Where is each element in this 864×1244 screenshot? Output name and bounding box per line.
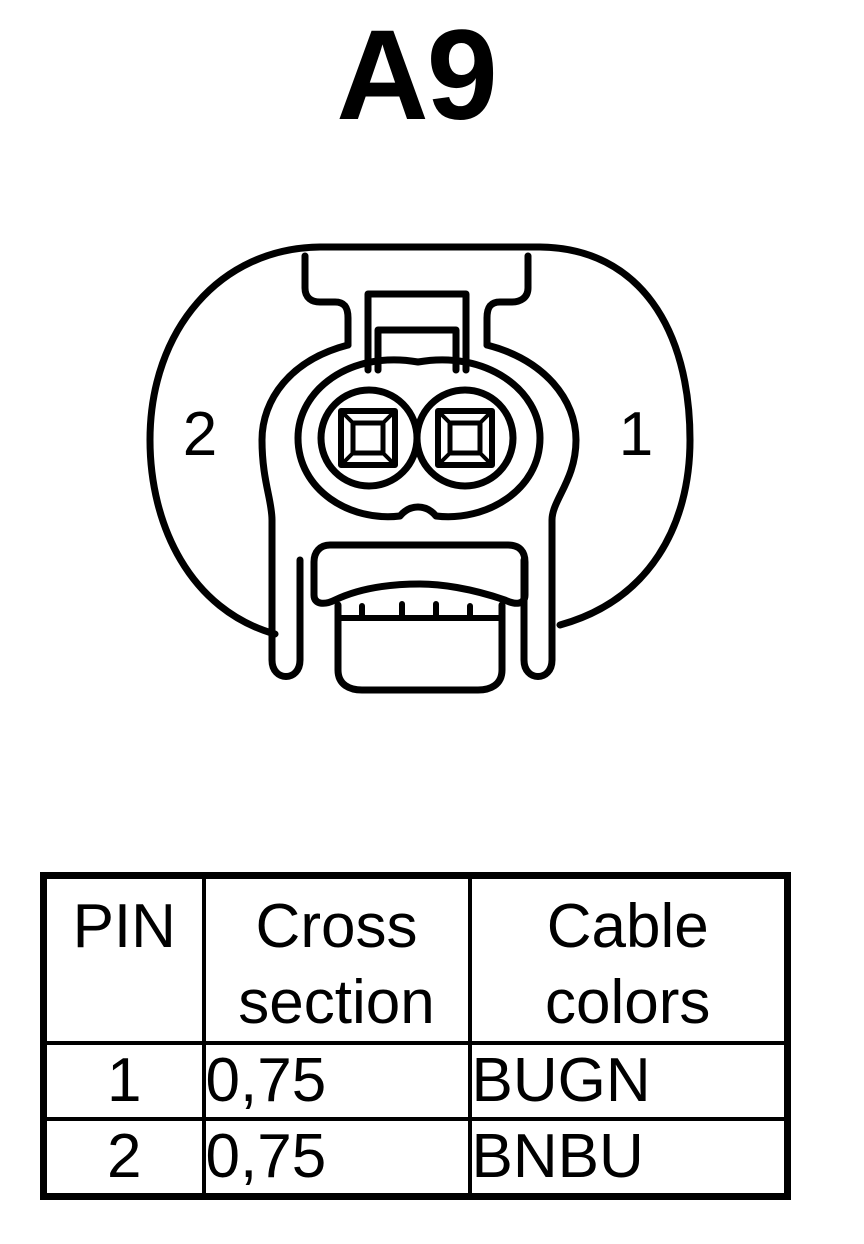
latch-window [364, 290, 470, 374]
housing-outline [146, 243, 694, 638]
cell-cross-section: 0,75 [201, 1117, 472, 1199]
pin-1-ring [413, 386, 517, 490]
lock-clip-ribs [335, 601, 505, 621]
pin-1-square-outer [435, 408, 495, 468]
pin-1-bevel [436, 409, 494, 467]
cell-pin: 1 [41, 1041, 206, 1121]
pin-2-ring [317, 386, 421, 490]
pin-2-square-inner [350, 420, 386, 456]
pin-label-2: 2 [183, 400, 217, 469]
cell-pin: 2 [41, 1117, 206, 1199]
connector-title: A9 [336, 4, 498, 147]
header-cross-section: Cross section [201, 873, 472, 1045]
cell-cable-color: BNBU [467, 1117, 790, 1199]
table-row: 2 0,75 BNBU [41, 1117, 790, 1199]
connector-diagram: 2 1 [146, 243, 694, 694]
table-row: 1 0,75 BUGN [41, 1041, 790, 1121]
latch-tab [301, 252, 532, 349]
inner-body [258, 341, 580, 680]
pin-2-bevel [339, 409, 397, 467]
cell-cable-color: BUGN [467, 1041, 790, 1121]
lock-clip-tongue [334, 601, 506, 694]
header-cable-colors: Cable colors [467, 873, 790, 1045]
pin-1-square-inner [447, 420, 483, 456]
table-header-row: PIN Cross section Cable colors [41, 873, 790, 1045]
lock-clip-frame [310, 541, 529, 607]
pin-label-1: 1 [619, 400, 653, 469]
pin-assignment-table: PIN Cross section Cable colors 1 0,75 BU… [40, 872, 791, 1200]
header-pin: PIN [41, 873, 206, 1045]
cell-cross-section: 0,75 [201, 1041, 472, 1121]
cavity-outline [294, 356, 544, 521]
pin-2-square-outer [338, 408, 398, 468]
